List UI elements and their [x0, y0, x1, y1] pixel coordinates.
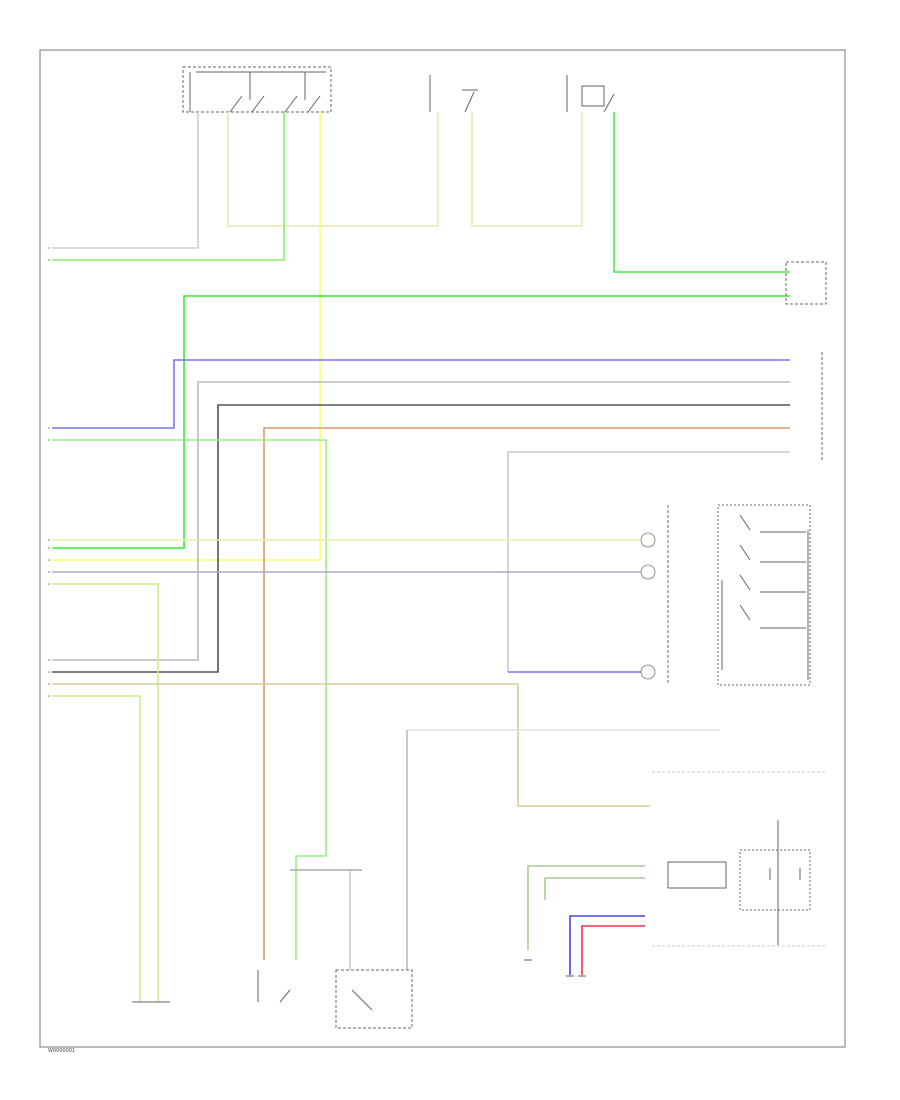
wire-yellow-long [52, 112, 321, 561]
wire-tan-loop-1 [227, 112, 439, 227]
top-left-switch-assembly [182, 66, 332, 113]
wire-green-lower-right-2 [544, 877, 645, 900]
wire-orange [263, 427, 790, 960]
right-top-device [785, 261, 827, 305]
top-middle-switch [429, 75, 478, 113]
wire-gray-2 [52, 381, 790, 661]
top-right-switch [566, 75, 615, 113]
wire-green-lower [52, 439, 327, 960]
diagram-frame [39, 49, 846, 1048]
wires [52, 112, 790, 1002]
wire-gray-3 [507, 451, 790, 672]
wire-green-right [613, 112, 790, 273]
wire-green-lower-right [527, 865, 645, 950]
wire-tan-684 [52, 683, 650, 807]
page-id-label: W0000001 [48, 1048, 75, 1054]
wire-green-top [52, 112, 285, 261]
wire-blue-bottom [569, 915, 645, 975]
bottom-switches [132, 969, 413, 1029]
wire-dark-gray [52, 404, 790, 673]
wire-green-long [52, 295, 790, 549]
wire-light-green-696 [52, 695, 141, 1002]
cruise-control-switch [667, 504, 811, 686]
wire-tan-loop-2 [471, 112, 583, 227]
wire-light-green-584 [52, 583, 159, 1002]
left-connector-marks [48, 247, 50, 697]
lower-right-module [652, 771, 826, 947]
wire-red-bottom [581, 925, 645, 975]
ground-symbols [524, 959, 586, 977]
spring-connectors [640, 532, 656, 680]
wire-gray-top-left [52, 112, 199, 249]
wire-blue [52, 359, 790, 429]
